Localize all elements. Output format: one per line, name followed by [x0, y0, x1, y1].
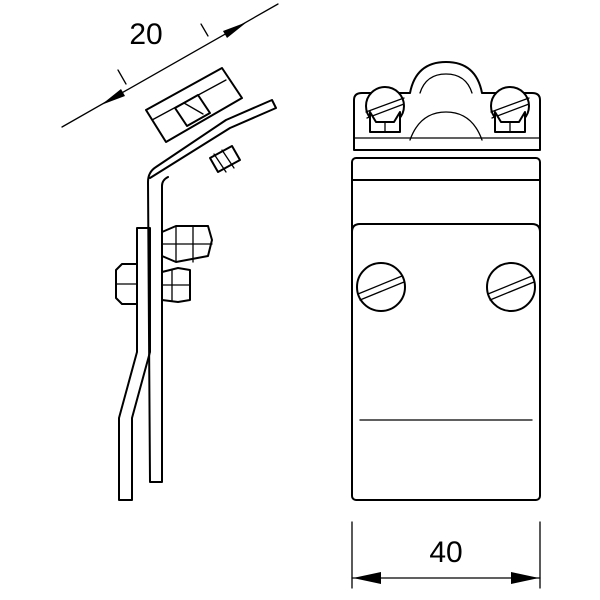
clamp-body: [351, 157, 541, 501]
plate-screw-right-icon: [486, 262, 536, 312]
rail-bolt-upper-icon: [161, 225, 213, 263]
arrowhead-left: [101, 89, 125, 105]
dimension-label-20: 20: [129, 18, 162, 51]
clamp-bolt-icon: [174, 94, 241, 173]
saddle-arch-inner: [409, 111, 483, 141]
extension-tick-right: [200, 23, 209, 37]
dimension-40: 40: [351, 521, 541, 589]
arrowhead-right: [223, 22, 247, 38]
clip-strap: [147, 99, 277, 483]
arrowhead-left: [353, 572, 381, 584]
rear-rail: [118, 227, 151, 501]
plate-screw-left-icon: [356, 262, 406, 312]
dimension-20: 20: [61, 3, 279, 128]
arrowhead-right: [511, 572, 539, 584]
rail-bolt-lower-icon: [115, 263, 191, 305]
plate-top-edge: [351, 223, 541, 233]
extension-tick-left: [117, 69, 127, 85]
saddle-arch-top: [419, 73, 473, 94]
saddle-screw-right-icon: [490, 86, 530, 133]
side-view: 20: [61, 3, 279, 501]
front-view: 40: [351, 61, 541, 589]
saddle-screw-left-icon: [365, 86, 405, 133]
dimension-label-40: 40: [429, 536, 462, 569]
